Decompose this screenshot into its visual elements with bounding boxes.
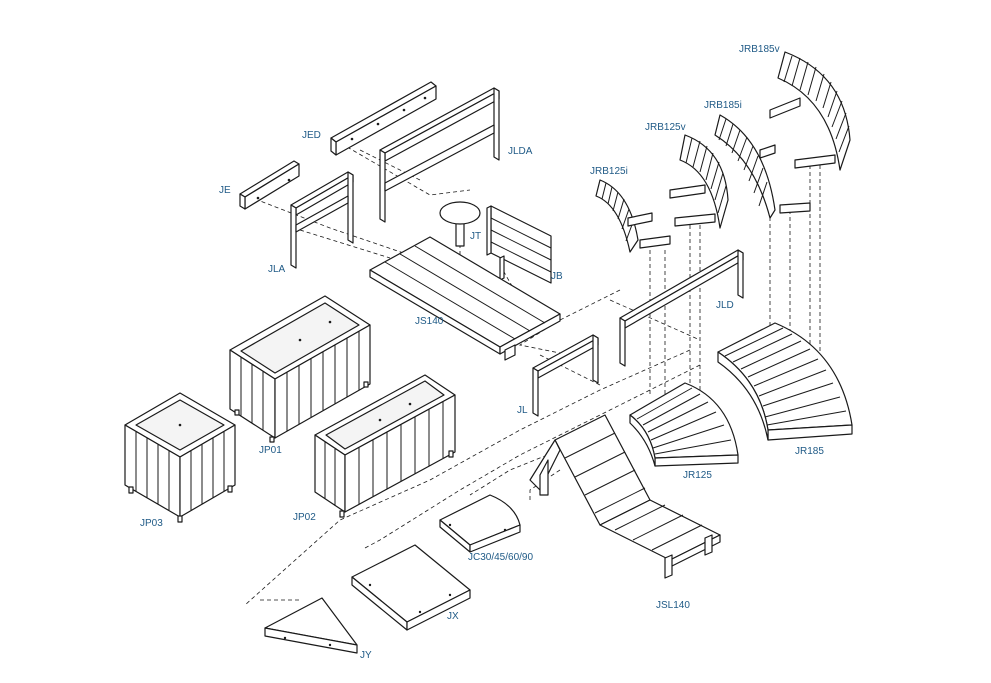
label-jb: JB bbox=[551, 271, 563, 282]
label-jrb125i: JRB125i bbox=[590, 166, 628, 177]
label-jp02: JP02 bbox=[293, 512, 316, 523]
label-jp03: JP03 bbox=[140, 518, 163, 529]
jb-backrest bbox=[486, 205, 552, 284]
label-jrb185i: JRB185i bbox=[704, 100, 742, 111]
jr185-curved-seat bbox=[717, 322, 853, 441]
label-jrb185v: JRB185v bbox=[739, 44, 780, 55]
label-jt: JT bbox=[470, 231, 481, 242]
jx-square-table bbox=[351, 544, 471, 631]
label-jx: JX bbox=[447, 611, 459, 622]
label-jsl140: JSL140 bbox=[656, 600, 690, 611]
jsl140-lounger bbox=[529, 414, 721, 579]
label-js140: JS140 bbox=[415, 316, 444, 327]
jp02-planter bbox=[314, 374, 456, 518]
jp01-planter bbox=[229, 295, 371, 443]
label-jld: JLD bbox=[716, 300, 734, 311]
jlda-frame bbox=[379, 87, 500, 223]
label-jl: JL bbox=[517, 405, 528, 416]
jla-frame bbox=[290, 171, 354, 269]
jld-frame bbox=[619, 249, 744, 367]
jl-frame bbox=[532, 334, 599, 417]
jr125-curved-seat bbox=[629, 382, 739, 467]
jrb125i-backrest bbox=[595, 179, 671, 253]
label-jc: JC30/45/60/90 bbox=[468, 552, 533, 563]
part-labels: JED JLDA JE JLA JT JB JS140 JRB185v JRB1… bbox=[140, 44, 824, 661]
label-jp01: JP01 bbox=[259, 445, 282, 456]
jc-corner-table bbox=[439, 494, 521, 553]
label-jla: JLA bbox=[268, 264, 286, 275]
label-jr125: JR125 bbox=[683, 470, 712, 481]
jrb125v-backrest bbox=[669, 134, 729, 229]
js140-bench bbox=[369, 236, 561, 361]
jp03-planter bbox=[124, 392, 236, 523]
label-jrb125v: JRB125v bbox=[645, 122, 686, 133]
label-jy: JY bbox=[360, 650, 372, 661]
label-jed: JED bbox=[302, 130, 321, 141]
jed-plank bbox=[330, 81, 437, 156]
je-plank bbox=[239, 160, 300, 210]
label-je: JE bbox=[219, 185, 231, 196]
jrb185i-backrest bbox=[714, 114, 811, 219]
jrb185v-backrest bbox=[769, 51, 851, 171]
assembly-guide-lines bbox=[244, 139, 821, 606]
label-jr185: JR185 bbox=[795, 446, 824, 457]
label-jlda: JLDA bbox=[508, 146, 533, 157]
jt-table bbox=[439, 201, 481, 247]
jy-triangle-table bbox=[264, 597, 358, 654]
